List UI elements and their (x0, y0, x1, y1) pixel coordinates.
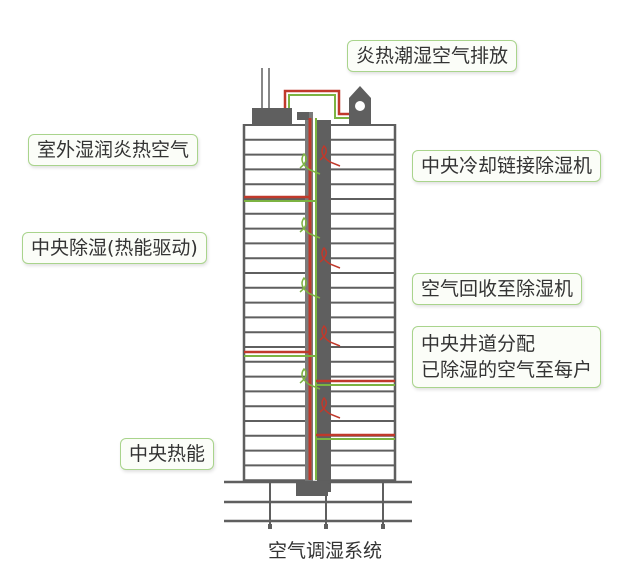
label-distribution: 中央井道分配 已除湿的空气至每户 (412, 326, 602, 388)
airflow-arrow (299, 152, 321, 175)
exhaust-duct-dry (288, 94, 349, 119)
label-central-dehumid: 中央除湿(热能驱动) (22, 232, 207, 264)
airflow-arrow (319, 396, 341, 419)
label-central-heat: 中央热能 (120, 438, 215, 470)
airflow-arrow (319, 144, 341, 167)
airflow-arrow (319, 246, 341, 269)
pile-foot (268, 524, 272, 529)
label-outdoor-air: 室外湿润炎热空气 (28, 134, 199, 166)
foundation-block (296, 482, 328, 496)
airflow-arrow (299, 216, 321, 239)
label-air-recovery: 空气回收至除湿机 (412, 273, 583, 305)
airflow-arrow (299, 276, 321, 299)
airflow-arrow (299, 367, 321, 390)
label-exhaust: 炎热潮湿空气排放 (347, 40, 518, 72)
diagram-caption: 空气调湿系统 (267, 540, 382, 562)
label-central-cooling: 中央冷却链接除湿机 (412, 150, 602, 182)
roof-unit-small (297, 112, 309, 120)
central-shaft (317, 120, 331, 492)
pile-foot (324, 524, 328, 529)
roof-unit (252, 108, 292, 126)
airflow-arrow (319, 324, 341, 347)
pile-foot (381, 524, 385, 529)
exhaust-duct-hot (283, 89, 349, 116)
label-distribution-line2: 已除湿的空气至每户 (421, 359, 593, 381)
label-distribution-line1: 中央井道分配 (421, 333, 536, 355)
